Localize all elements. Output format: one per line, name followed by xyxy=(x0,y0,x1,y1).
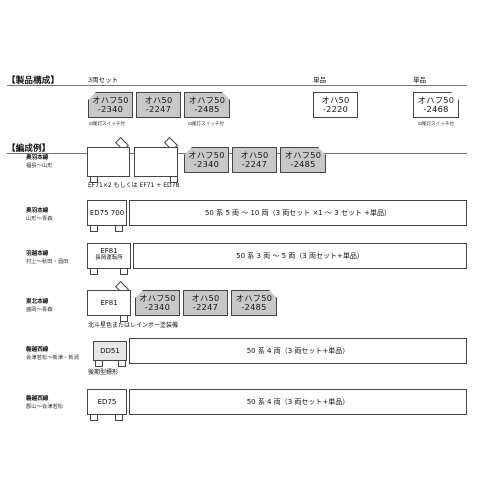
product-car-1: オハフ50 -2340 xyxy=(88,92,133,118)
f1-car-3-name: オハフ50 xyxy=(284,150,322,160)
f4-car-1-name: オハフ50 xyxy=(139,293,176,303)
loco-1b xyxy=(134,147,178,177)
loco-6-truck-l xyxy=(90,415,98,421)
f1-car-3: オハフ50 -2485 xyxy=(280,147,326,173)
loco-1a xyxy=(87,147,130,177)
f1-caption: EF71×2 もしくは EF71 + ED78 xyxy=(88,182,180,189)
loco-3-truck-r xyxy=(120,269,128,275)
single-label-2: 単品 xyxy=(413,76,426,84)
loco-4: EF81 xyxy=(87,290,131,316)
loco-5: DD51 xyxy=(93,341,127,361)
loco-1a-truck xyxy=(90,177,98,183)
f4-car-1-number: -2340 xyxy=(144,302,171,312)
f1-car-1-name: オハフ50 xyxy=(188,150,225,160)
loco-1b-truck xyxy=(170,177,178,183)
single-car-2: オハフ50 -2468 xyxy=(413,92,459,118)
route-1-name: 奥羽本線 xyxy=(26,155,49,161)
loco-5-truck-r xyxy=(118,361,126,367)
f1-car-2: オハ50 -2247 xyxy=(232,147,277,173)
single-car-2-number: -2468 xyxy=(423,104,449,114)
f4-car-2: オハ50 -2247 xyxy=(183,290,228,316)
loco-5-truck-l xyxy=(95,361,103,367)
f1-car-1: オハフ50 -2340 xyxy=(184,147,229,173)
formation-section-title: 【編成例】 xyxy=(7,144,51,154)
f4-car-2-number: -2247 xyxy=(192,302,219,312)
f3-train-box: 50 系 3 両 ～ 5 両（3 両セット+単品） xyxy=(133,243,467,269)
single-label-1: 単品 xyxy=(313,76,326,84)
switch-note-single: ⊡尾灯スイッチ付 xyxy=(418,122,455,127)
loco-6: ED75 xyxy=(87,389,127,415)
f1-car-2-name: オハ50 xyxy=(240,150,269,160)
route-6-name: 磐越西線 xyxy=(26,396,49,402)
route-3-sub: 村上～秋田・酒田 xyxy=(26,259,69,265)
single-car-1-name: オハ50 xyxy=(321,95,350,105)
set-label: 3両セット xyxy=(88,76,119,84)
product-car-3-number: -2485 xyxy=(194,104,220,114)
switch-note-left: ⊡尾灯スイッチ付 xyxy=(89,122,126,127)
f1-car-1-number: -2340 xyxy=(193,159,220,169)
route-3-name: 羽越本線 xyxy=(26,251,49,257)
f1-car-2-number: -2247 xyxy=(241,159,268,169)
product-car-1-name: オハフ50 xyxy=(92,95,129,105)
loco-3-truck-l xyxy=(90,269,98,275)
f6-train-box: 50 系 4 両（3 両セット+単品） xyxy=(129,389,467,415)
product-car-2-name: オハ50 xyxy=(144,95,173,105)
route-2-name: 奥羽本線 xyxy=(26,208,49,214)
single-car-2-name: オハフ50 xyxy=(417,95,455,105)
product-car-2: オハ50 -2247 xyxy=(136,92,181,118)
route-2-sub: 山形～青森 xyxy=(26,216,53,222)
loco-2-truck-l xyxy=(90,226,98,232)
f5-caption: 後期型標形 xyxy=(88,369,119,376)
route-5-name: 磐越西線 xyxy=(26,347,49,353)
loco-2-truck-r xyxy=(115,226,123,232)
f4-car-1: オハフ50 -2340 xyxy=(135,290,180,316)
switch-note-right: ⊡尾灯スイッチ付 xyxy=(188,122,225,127)
product-car-3-name: オハフ50 xyxy=(188,95,226,105)
product-car-3: オハフ50 -2485 xyxy=(184,92,230,118)
loco-6-truck-r xyxy=(115,415,123,421)
product-divider xyxy=(7,85,467,86)
route-1-sub: 福島～山形 xyxy=(26,163,53,169)
route-4-sub: 盛岡～青森 xyxy=(26,307,53,313)
product-section-title: 【製品構成】 xyxy=(7,76,60,86)
loco-3-depot: 長岡運転所 xyxy=(95,255,123,261)
loco-4-truck xyxy=(120,316,128,322)
loco-3: EF81 長岡運転所 xyxy=(87,243,131,269)
product-car-2-number: -2247 xyxy=(145,104,172,114)
route-6-sub: 郡山～会津若松 xyxy=(26,404,64,410)
f4-car-2-name: オハ50 xyxy=(191,293,220,303)
loco-3-name: EF81 xyxy=(100,247,118,255)
product-car-1-number: -2340 xyxy=(97,104,124,114)
route-4-name: 東北本線 xyxy=(26,299,49,305)
f2-train-box: 50 系 5 両 ～ 10 両（3 両セット ×1 ～ 3 セット +単品） xyxy=(129,200,467,226)
f5-train-box: 50 系 4 両（3 両セット+単品） xyxy=(129,338,467,364)
f4-caption: 北斗星色またはレインボー塗装機 xyxy=(88,322,179,329)
f4-car-3: オハフ50 -2485 xyxy=(231,290,277,316)
single-car-1-number: -2220 xyxy=(322,104,349,114)
f4-car-3-name: オハフ50 xyxy=(235,293,273,303)
f1-car-3-number: -2485 xyxy=(290,159,316,169)
route-5-sub: 会津若松～新津・新潟 xyxy=(26,355,79,361)
single-car-1: オハ50 -2220 xyxy=(313,92,358,118)
loco-2: ED75 700 xyxy=(87,200,127,226)
f4-car-3-number: -2485 xyxy=(241,302,267,312)
